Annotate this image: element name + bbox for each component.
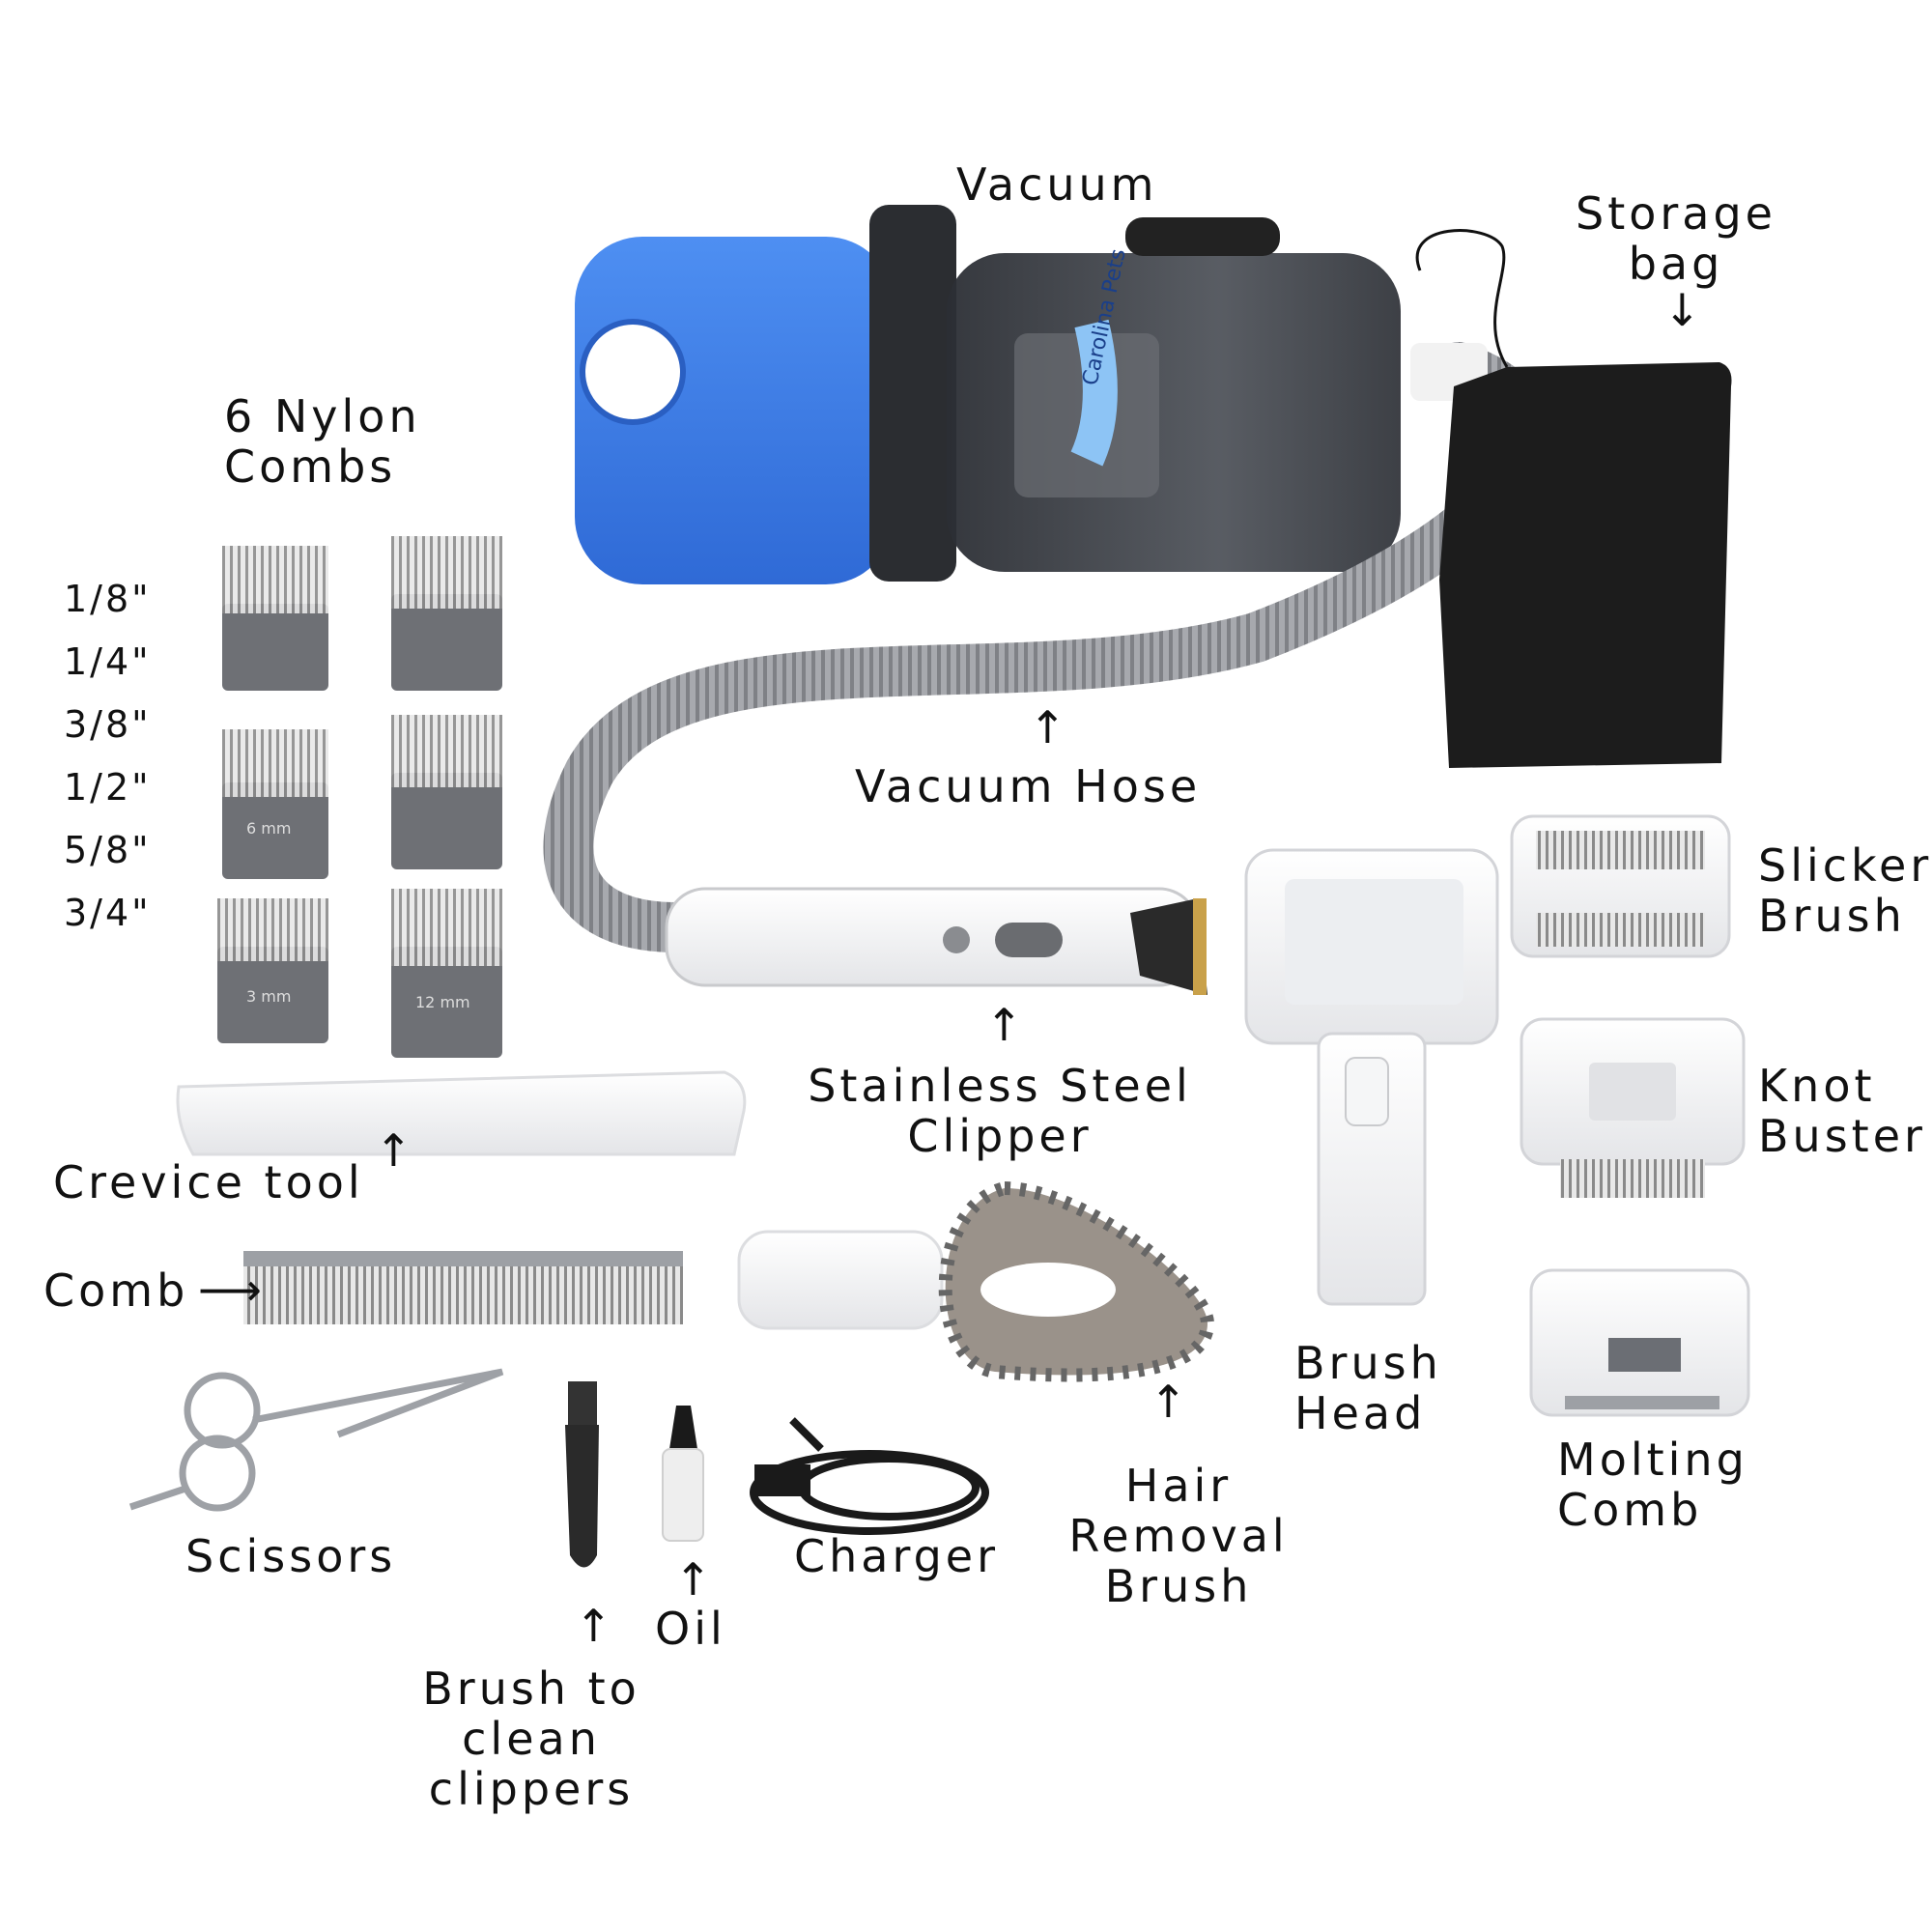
nylon-combs [217, 536, 502, 1058]
comb-size: 1/4" [64, 640, 152, 683]
label-brush-head: Brush Head [1294, 1337, 1442, 1439]
label-storage-bag: Storage bag [1576, 187, 1776, 290]
label-nylon-combs: 6 Nylon Combs [224, 390, 421, 493]
label-vacuum-hose: Vacuum Hose [855, 760, 1202, 812]
molting-comb-head [1529, 1268, 1750, 1417]
label-knot-buster: Knot Buster [1758, 1060, 1926, 1162]
guard-comb [222, 546, 328, 691]
arrow-clipper: ↑ [985, 999, 1023, 1051]
hair-removal-brush [737, 1180, 1215, 1382]
label-oil: Oil [655, 1603, 726, 1655]
comb-size: 1/2" [64, 766, 152, 809]
arrow-hair-removal-brush: ↑ [1150, 1376, 1187, 1428]
guard-comb [391, 536, 502, 691]
label-molting-comb: Molting Comb [1557, 1434, 1748, 1536]
storage-bag [1415, 229, 1732, 768]
brand-ribbon [1070, 319, 1118, 467]
guard-comb [222, 729, 328, 879]
label-hair-removal-brush: Hair Removal Brush [1068, 1460, 1289, 1612]
vacuum-unit: Carolina Pets [575, 205, 1401, 584]
crevice-tool [176, 1070, 747, 1156]
guard-comb [391, 715, 502, 869]
clipper [665, 887, 1208, 995]
label-crevice-tool: Crevice tool [53, 1156, 364, 1208]
label-vacuum: Vacuum [956, 158, 1158, 211]
arrow-cleaning-brush: ↑ [575, 1600, 612, 1652]
guard-comb [217, 898, 328, 1043]
label-scissors: Scissors [185, 1530, 397, 1582]
arrow-storage-bag: ↓ [1663, 284, 1701, 336]
comb-size: 1/8" [64, 578, 152, 620]
vacuum-ring [869, 205, 956, 582]
guard-mark: 3 mm [246, 987, 292, 1006]
guard-mark: 12 mm [415, 993, 470, 1011]
comb-size: 3/4" [64, 892, 152, 934]
label-cleaning-brush: Brush to clean clippers [422, 1662, 640, 1815]
charger-cable [750, 1417, 989, 1535]
guard-comb [391, 889, 502, 1058]
label-charger: Charger [794, 1530, 999, 1582]
comb-size: 5/8" [64, 829, 152, 871]
knot-buster-head [1520, 1017, 1746, 1198]
arrow-crevice-tool: ↑ [375, 1124, 412, 1177]
guard-mark: 6 mm [246, 819, 292, 838]
vacuum-air-vent [580, 319, 686, 425]
arrow-comb: ⟶ [198, 1264, 262, 1316]
arrow-oil: ↑ [674, 1553, 712, 1605]
label-clipper: Stainless Steel Clipper [808, 1060, 1192, 1162]
slicker-brush-head [1510, 814, 1731, 958]
cleaning-brush [565, 1381, 599, 1568]
arrow-vacuum-hose: ↑ [1029, 701, 1066, 753]
label-slicker-brush: Slicker Brush [1758, 839, 1932, 942]
scissors [128, 1368, 504, 1512]
comb-size: 3/8" [64, 703, 152, 746]
vacuum-switch [1125, 217, 1280, 256]
oil-bottle [662, 1406, 704, 1542]
steel-comb [243, 1251, 683, 1324]
label-comb: Comb [43, 1264, 189, 1317]
brush-head [1244, 848, 1499, 1306]
